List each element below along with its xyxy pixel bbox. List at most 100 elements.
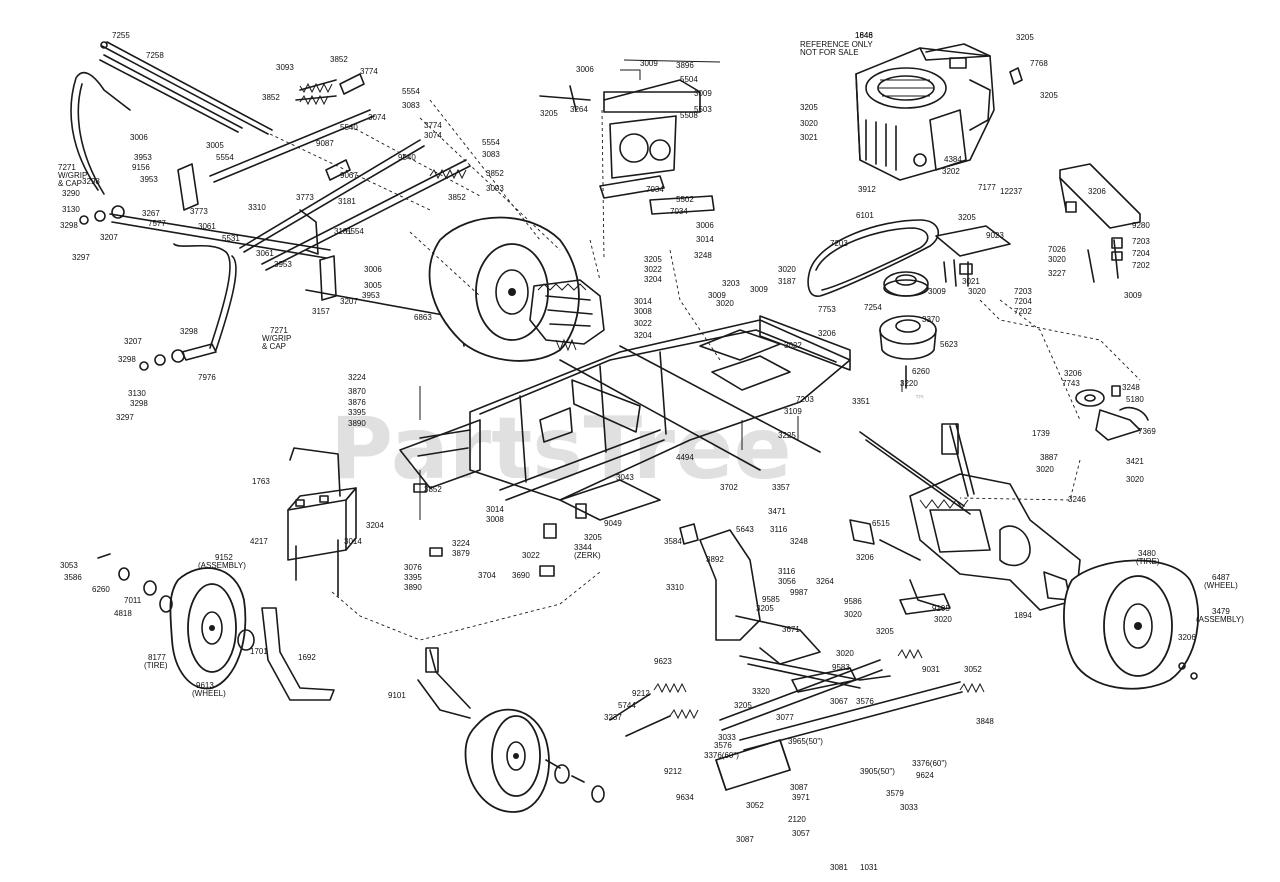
part-number-label: 3014 [634,297,652,306]
part-number-label: 3351 [852,397,870,406]
front-axle-assembly[interactable] [679,523,963,791]
front-left-wheel[interactable] [97,553,255,690]
part-number-label: 3852 [424,485,442,494]
part-number-label: 3206 [818,329,836,338]
part-number-label: 3421 [1126,457,1144,466]
part-number-label: 3376(60") [704,751,739,760]
part-number-label: 9212 [632,689,650,698]
part-number-label: 3074 [424,131,442,140]
part-number-label: 3009 [928,287,946,296]
part-number-label: 4494 [676,453,694,462]
callout-line: (ASSEMBLY) [198,561,246,570]
upper-center-brackets[interactable] [539,59,721,215]
part-number-label: 7258 [146,51,164,60]
deck-springs[interactable] [609,648,985,737]
callout-line: W/GRIP [58,171,87,180]
part-number-label: 3109 [784,407,802,416]
part-number-label: 9067 [340,171,358,180]
part-number-label: 5623 [940,340,958,349]
part-number-label: 3852 [262,93,280,102]
engine-pulley[interactable] [883,271,929,297]
left-transaxle[interactable] [529,279,605,352]
callout-line: 3344 [574,543,592,552]
part-number-label: 3020 [934,615,952,624]
callout-line: 3479 [1212,607,1230,616]
part-number-label: 3130 [62,205,80,214]
part-number-label: 3205 [734,701,752,710]
part-number-label: 5643 [736,525,754,534]
front-center-wheel[interactable] [417,647,605,813]
part-number-label: 3224 [348,373,366,382]
part-number-label: 3298 [180,327,198,336]
part-number-label: 3076 [404,563,422,572]
part-number-label: 9624 [916,771,934,780]
lift-lever-left[interactable] [70,71,131,195]
part-number-label: 3206 [1088,187,1106,196]
part-number-label: 6101 [856,211,874,220]
part-number-label: 3248 [694,251,712,260]
part-number-label: 1692 [298,653,316,662]
part-number-label: 3052 [964,665,982,674]
watermark-trademark: ™ [914,393,926,407]
part-number-label: 3297 [116,413,134,422]
part-number-label: 3009 [1124,291,1142,300]
part-number-label: 3205 [958,213,976,222]
part-number-label: 6515 [872,519,890,528]
callout-line: (TIRE) [1136,557,1160,566]
part-number-label: 9586 [844,597,862,606]
rear-left-tire[interactable] [428,216,580,362]
part-number-label: 3020 [844,610,862,619]
part-number-label: 9195 [932,604,950,613]
left-spindle[interactable] [261,607,335,701]
part-number-label: 3892 [706,555,724,564]
part-number-label: 3579 [886,789,904,798]
part-number-label: 3953 [134,153,152,162]
part-number-label: 3690 [512,571,530,580]
battery[interactable] [287,447,357,597]
part-number-label: 3204 [634,331,652,340]
part-number-label: 3774 [424,121,442,130]
part-number-label: 3205 [800,103,818,112]
part-number-label: 3264 [816,577,834,586]
engine-mount-bracket[interactable] [935,225,1011,287]
idler-pulley[interactable] [1075,385,1149,441]
part-number-label: 3203 [722,279,740,288]
upper-lift-rod[interactable] [99,41,273,135]
callout-line: (WHEEL) [1204,581,1238,590]
part-number-label: 3896 [676,61,694,70]
cross-shaft[interactable] [79,163,331,371]
part-number-label: 9623 [654,657,672,666]
part-number-label: 3033 [900,803,918,812]
part-number-label: 7369 [1138,427,1156,436]
part-number-label: 3077 [776,713,794,722]
right-bracket[interactable] [1059,163,1141,283]
part-number-label: 3043 [616,473,634,482]
callout-line: 3480 [1138,549,1156,558]
rear-right-tire[interactable] [1063,559,1200,690]
part-number-label: 3020 [800,119,818,128]
leader-lines [269,99,1141,641]
electric-clutch[interactable] [879,315,937,389]
part-number-label: 7768 [1030,59,1048,68]
part-number-label: 7203 [830,239,848,248]
part-number-label: 1763 [252,477,270,486]
part-number-label: 7203 [1014,287,1032,296]
part-number-label: 1701 [250,647,268,656]
part-number-label: 3576 [714,741,732,750]
part-number-label: 3248 [790,537,808,546]
part-number-label: 3009 [750,285,768,294]
part-number-label: 3157 [312,307,330,316]
part-number-label: 9280 [1132,221,1150,230]
part-number-label: 3953 [140,175,158,184]
part-number-label: 3093 [276,63,294,72]
part-number-label: 3181 [334,227,352,236]
callout-line: (WHEEL) [192,689,226,698]
part-number-label: 3014 [696,235,714,244]
engine[interactable] [855,43,1023,181]
lift-lever-lower[interactable] [173,243,237,351]
part-number-label: 3852 [448,193,466,202]
main-frame[interactable] [399,315,851,521]
right-transaxle[interactable] [849,423,1081,615]
drive-belt[interactable] [807,219,940,297]
part-number-label: 3187 [778,277,796,286]
